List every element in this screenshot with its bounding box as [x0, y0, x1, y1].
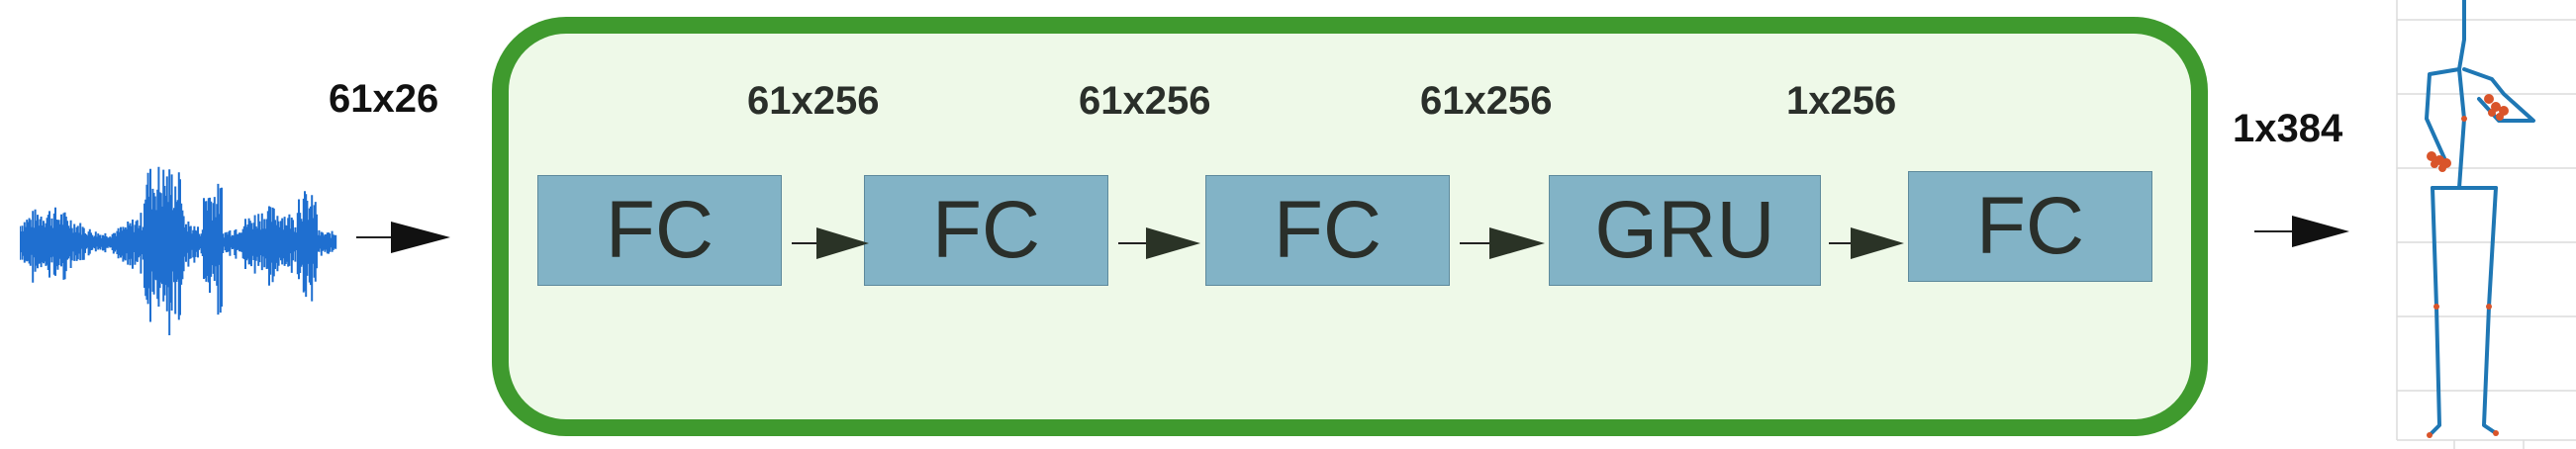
dimension-label-3: 61x256	[1420, 79, 1553, 123]
audio-waveform	[20, 166, 337, 335]
arrow-1	[792, 227, 869, 259]
input-dimension-label: 61x26	[329, 77, 439, 121]
waveform-trace	[20, 166, 337, 335]
arrow-2	[1118, 227, 1200, 259]
arrow-3	[1460, 227, 1545, 259]
output-dimension-label: 1x384	[2233, 107, 2343, 150]
dimension-label-4: 1x256	[1786, 79, 1897, 123]
dimension-label-1: 61x256	[747, 79, 880, 123]
dimension-label-2: 61x256	[1079, 79, 1211, 123]
block-label: FC	[931, 185, 1041, 275]
input-arrow	[356, 222, 450, 253]
fc-block-3: FC	[1205, 175, 1450, 286]
fc-block-5: FC	[1908, 171, 2152, 282]
block-label: FC	[1975, 181, 2085, 271]
output-arrow	[2254, 216, 2349, 247]
arrow-4	[1829, 227, 1904, 259]
block-label: GRU	[1594, 185, 1775, 275]
block-label: FC	[605, 185, 715, 275]
gru-block: GRU	[1549, 175, 1821, 286]
pose-skeleton	[2396, 0, 2576, 449]
fc-block-1: FC	[537, 175, 782, 286]
fc-block-2: FC	[864, 175, 1108, 286]
block-label: FC	[1273, 185, 1383, 275]
